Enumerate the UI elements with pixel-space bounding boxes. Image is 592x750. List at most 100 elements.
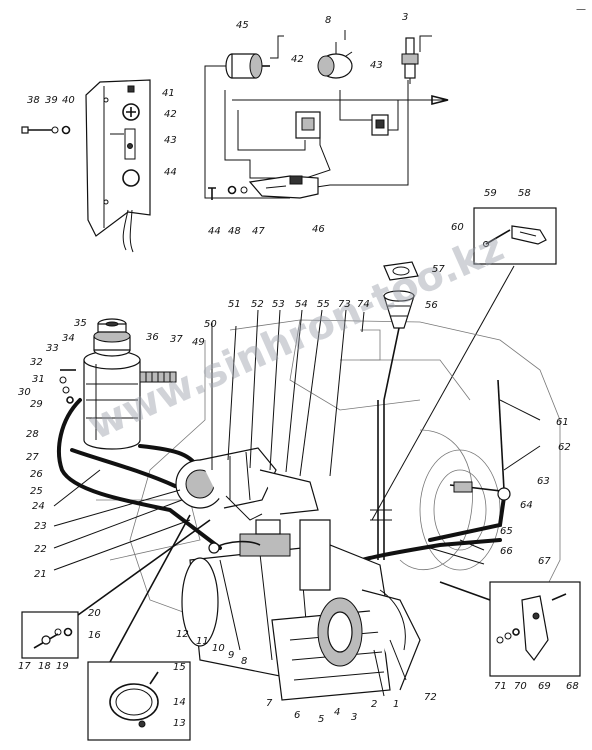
label-57: 57 <box>432 264 445 275</box>
bolt-44-top <box>208 187 216 200</box>
label-44-bolt: 44 <box>208 226 221 237</box>
nut-48 <box>227 185 237 195</box>
label-34: 34 <box>62 333 75 344</box>
label-28: 28 <box>26 429 39 440</box>
label-8-bottom: 8 <box>241 656 247 667</box>
label-16: 16 <box>88 630 101 641</box>
label-42-relay: 42 <box>291 54 304 65</box>
label-68: 68 <box>566 681 579 692</box>
inset-16-20 <box>21 519 211 659</box>
label-43-switch: 43 <box>370 60 383 71</box>
label-40: 40 <box>62 95 75 106</box>
label-48: 48 <box>228 226 241 237</box>
label-36: 36 <box>146 332 159 343</box>
label-62: 62 <box>558 442 571 453</box>
label-58: 58 <box>518 188 531 199</box>
filter-cap-57 <box>383 261 419 281</box>
label-67: 67 <box>538 556 551 567</box>
label-15: 15 <box>173 662 186 673</box>
part-labels: 1 2 3 3 4 5 6 7 8 8 9 10 11 12 13 14 15 … <box>18 12 579 729</box>
inset-58-60 <box>371 207 557 521</box>
label-23: 23 <box>34 521 47 532</box>
inset-67-71 <box>439 581 581 677</box>
motor-45 <box>225 53 270 79</box>
label-47: 47 <box>252 226 265 237</box>
label-18: 18 <box>38 661 51 672</box>
label-12: 12 <box>176 629 189 640</box>
label-35: 35 <box>74 318 87 329</box>
label-42-panel: 42 <box>164 109 177 120</box>
label-6: 6 <box>294 710 300 721</box>
fasteners-29-32 <box>59 369 76 404</box>
label-14: 14 <box>173 697 186 708</box>
reservoir-tank <box>83 318 141 450</box>
label-52: 52 <box>251 299 264 310</box>
label-30: 30 <box>18 387 31 398</box>
label-22: 22 <box>34 544 47 555</box>
label-1: 1 <box>393 699 399 710</box>
label-74: 74 <box>357 299 370 310</box>
funnel-56 <box>383 290 415 401</box>
corner-mark: — <box>576 4 586 15</box>
bolt-38 <box>21 126 52 134</box>
fuel-pipe-21 <box>208 540 261 554</box>
label-4: 4 <box>334 707 340 718</box>
label-19: 19 <box>56 661 69 672</box>
washer-47 <box>240 186 248 194</box>
label-13: 13 <box>173 718 186 729</box>
fitting-36 <box>139 371 177 383</box>
label-63: 63 <box>537 476 550 487</box>
label-27: 27 <box>26 452 39 463</box>
label-50: 50 <box>204 319 217 330</box>
label-3-top: 3 <box>402 12 408 23</box>
label-25: 25 <box>30 486 43 497</box>
label-5: 5 <box>318 714 324 725</box>
label-24: 24 <box>32 501 45 512</box>
label-10: 10 <box>212 643 225 654</box>
blower-unit <box>175 447 319 521</box>
label-71: 71 <box>494 681 507 692</box>
label-31: 31 <box>32 374 45 385</box>
label-32: 32 <box>30 357 43 368</box>
label-70: 70 <box>514 681 527 692</box>
label-33: 33 <box>46 343 59 354</box>
label-59: 59 <box>484 188 497 199</box>
label-43-panel: 43 <box>164 135 177 146</box>
mounting-panel <box>85 79 151 253</box>
label-73: 73 <box>338 299 351 310</box>
label-41: 41 <box>162 88 175 99</box>
clamps-63-64 <box>453 481 511 501</box>
spark-plug-3 <box>401 37 419 84</box>
label-55: 55 <box>317 299 330 310</box>
label-29: 29 <box>30 399 43 410</box>
switch-43 <box>371 114 389 136</box>
motor-8-top <box>317 42 353 79</box>
label-7: 7 <box>266 698 273 709</box>
label-61: 61 <box>556 417 569 428</box>
relay-42 <box>295 111 321 139</box>
label-38: 38 <box>27 95 40 106</box>
label-45: 45 <box>236 20 249 31</box>
label-60: 60 <box>451 222 464 233</box>
label-56: 56 <box>425 300 438 311</box>
label-26: 26 <box>30 469 43 480</box>
label-3-bottom: 3 <box>351 712 357 723</box>
inset-13-15 <box>87 514 191 741</box>
label-72: 72 <box>424 692 437 703</box>
label-8-top: 8 <box>325 15 331 26</box>
bracket-46 <box>248 175 319 199</box>
heater-body <box>181 519 421 701</box>
label-49: 49 <box>192 337 205 348</box>
leader-lines <box>53 309 541 697</box>
label-39: 39 <box>45 95 58 106</box>
label-53: 53 <box>272 299 285 310</box>
label-2: 2 <box>371 699 377 710</box>
label-46: 46 <box>312 224 325 235</box>
nut-40 <box>61 125 71 135</box>
label-66: 66 <box>500 546 513 557</box>
label-64: 64 <box>520 500 533 511</box>
label-17: 17 <box>18 661 31 672</box>
label-69: 69 <box>538 681 551 692</box>
